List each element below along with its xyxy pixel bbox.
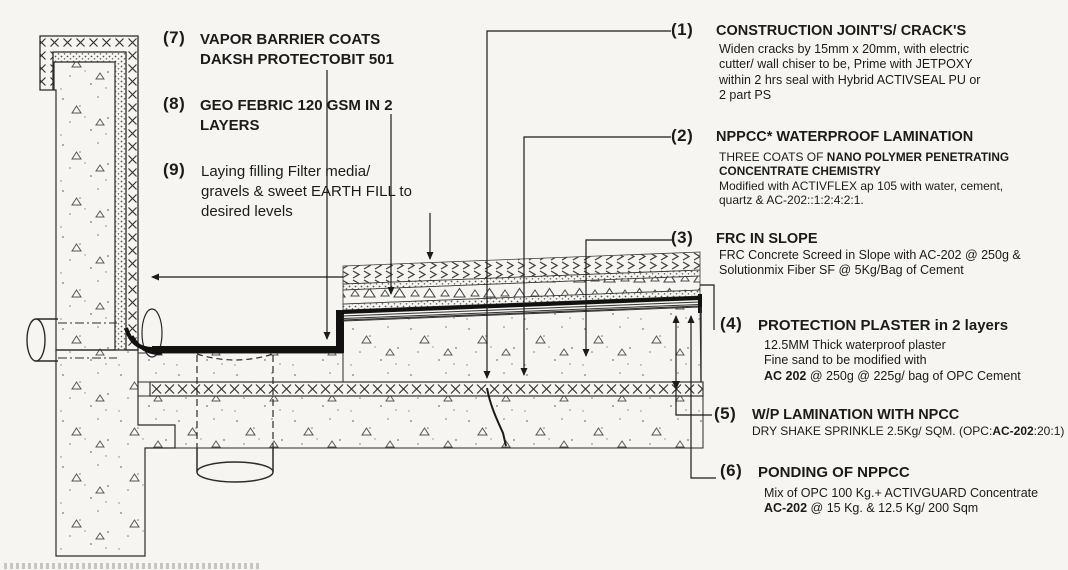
callout-3: (3) <box>671 228 693 248</box>
callout-6-line1: Mix of OPC 100 Kg.+ ACTIVGUARD Concentra… <box>764 486 1039 500</box>
callout-7-title: VAPOR BARRIER COATS DAKSH PROTECTOBIT 50… <box>200 31 394 68</box>
callout-6-text: Mix of OPC 100 Kg.+ ACTIVGUARD Concentra… <box>764 486 1068 517</box>
floor-slab <box>137 305 704 449</box>
cropped-text-strip <box>4 563 260 569</box>
callout-9-number: (9) <box>163 160 186 179</box>
callout-1: (1) <box>671 20 693 40</box>
outlet-pipe-sleeve <box>141 308 163 358</box>
callout-2-lead: THREE COATS OF NANO POLYMER PENETRATING … <box>719 150 1010 179</box>
leader-3 <box>582 239 673 357</box>
leader-4 <box>700 284 715 330</box>
wp-lamination-xband <box>149 381 704 397</box>
slab-left-fill <box>137 352 344 383</box>
callout-5-number: (5) <box>714 404 737 423</box>
frc-screed-wedge <box>342 305 702 383</box>
structural-slab <box>137 395 704 449</box>
callout-5-title: W/P LAMINATION WITH NPCC <box>752 407 960 423</box>
membrane-layer <box>343 296 700 314</box>
callout-2-rest: Modified with ACTIVFLEX ap 105 with wate… <box>719 178 1004 208</box>
drain-pipe-opening <box>196 461 274 483</box>
drain-and-pipes <box>26 308 274 483</box>
callout-3-title: FRC IN SLOPE <box>716 231 818 247</box>
callout-4-line1: 12.5MM Thick waterproof plaster <box>764 338 946 352</box>
leader-6 <box>687 315 716 479</box>
callout-1-number: (1) <box>671 20 694 39</box>
wall-core <box>53 61 116 351</box>
callout-3-text: FRC Concrete Screed in Slope with AC-202… <box>719 248 1021 278</box>
callout-6-title: PONDING OF NPPCC <box>758 464 910 481</box>
callout-2-text: THREE COATS OF NANO POLYMER PENETRATING … <box>719 150 1015 208</box>
callout-8: (8) <box>163 94 185 114</box>
callout-1-text: Widen cracks by 15mm x 20mm, with electr… <box>719 42 981 102</box>
parapet-wall <box>39 35 176 557</box>
callout-9-text: Laying filling Filter media/ gravels & s… <box>201 163 412 220</box>
callout-2-number: (2) <box>671 126 694 145</box>
callout-5: (5) <box>714 404 736 424</box>
callout-6-number: (6) <box>720 461 743 480</box>
callout-3-number: (3) <box>671 228 694 247</box>
roof-layer-stack <box>342 251 702 382</box>
leader-lines <box>151 30 716 479</box>
callout-6: (6) <box>720 461 742 481</box>
callout-2-title: NPPCC* WATERPROOF LAMINATION <box>716 129 974 145</box>
leader-2 <box>520 136 671 376</box>
vapor-barrier-membrane <box>124 310 344 355</box>
membrane-fillet-2 <box>130 335 163 355</box>
callout-7: (7) <box>163 28 185 48</box>
callout-9: (9) <box>163 160 185 180</box>
leader-1 <box>483 30 671 379</box>
callout-4: (4) <box>720 314 742 334</box>
wall-xhatch-band <box>39 35 139 351</box>
callout-8-number: (8) <box>163 94 186 113</box>
wall-pipe-end <box>26 318 46 362</box>
callout-4-text: 12.5MM Thick waterproof plaster Fine san… <box>764 338 1064 384</box>
callout-5-text: DRY SHAKE SPRINKLE 2.5Kg/ SQM. (OPC:AC-2… <box>752 424 1065 438</box>
callout-6-line2: AC-202 @ 15 Kg. & 12.5 Kg/ 200 Sqm <box>764 501 979 516</box>
callout-4-line3: AC 202 @ 250g @ 225g/ bag of OPC Cement <box>764 368 1021 383</box>
leader-5 <box>672 315 712 416</box>
callout-2: (2) <box>671 126 693 146</box>
callout-4-line2: Fine sand to be modified with <box>764 353 927 368</box>
callout-1-title: CONSTRUCTION JOINT'S/ CRACK'S <box>716 23 967 39</box>
callout-4-title: PROTECTION PLASTER in 2 layers <box>758 317 1009 334</box>
leader-5-band-arrow <box>672 381 680 390</box>
callout-8-title: GEO FEBRIC 120 GSM IN 2 LAYERS <box>200 97 393 134</box>
callout-4-number: (4) <box>720 314 743 333</box>
callout-7-number: (7) <box>163 28 186 47</box>
crack-line <box>486 387 507 447</box>
